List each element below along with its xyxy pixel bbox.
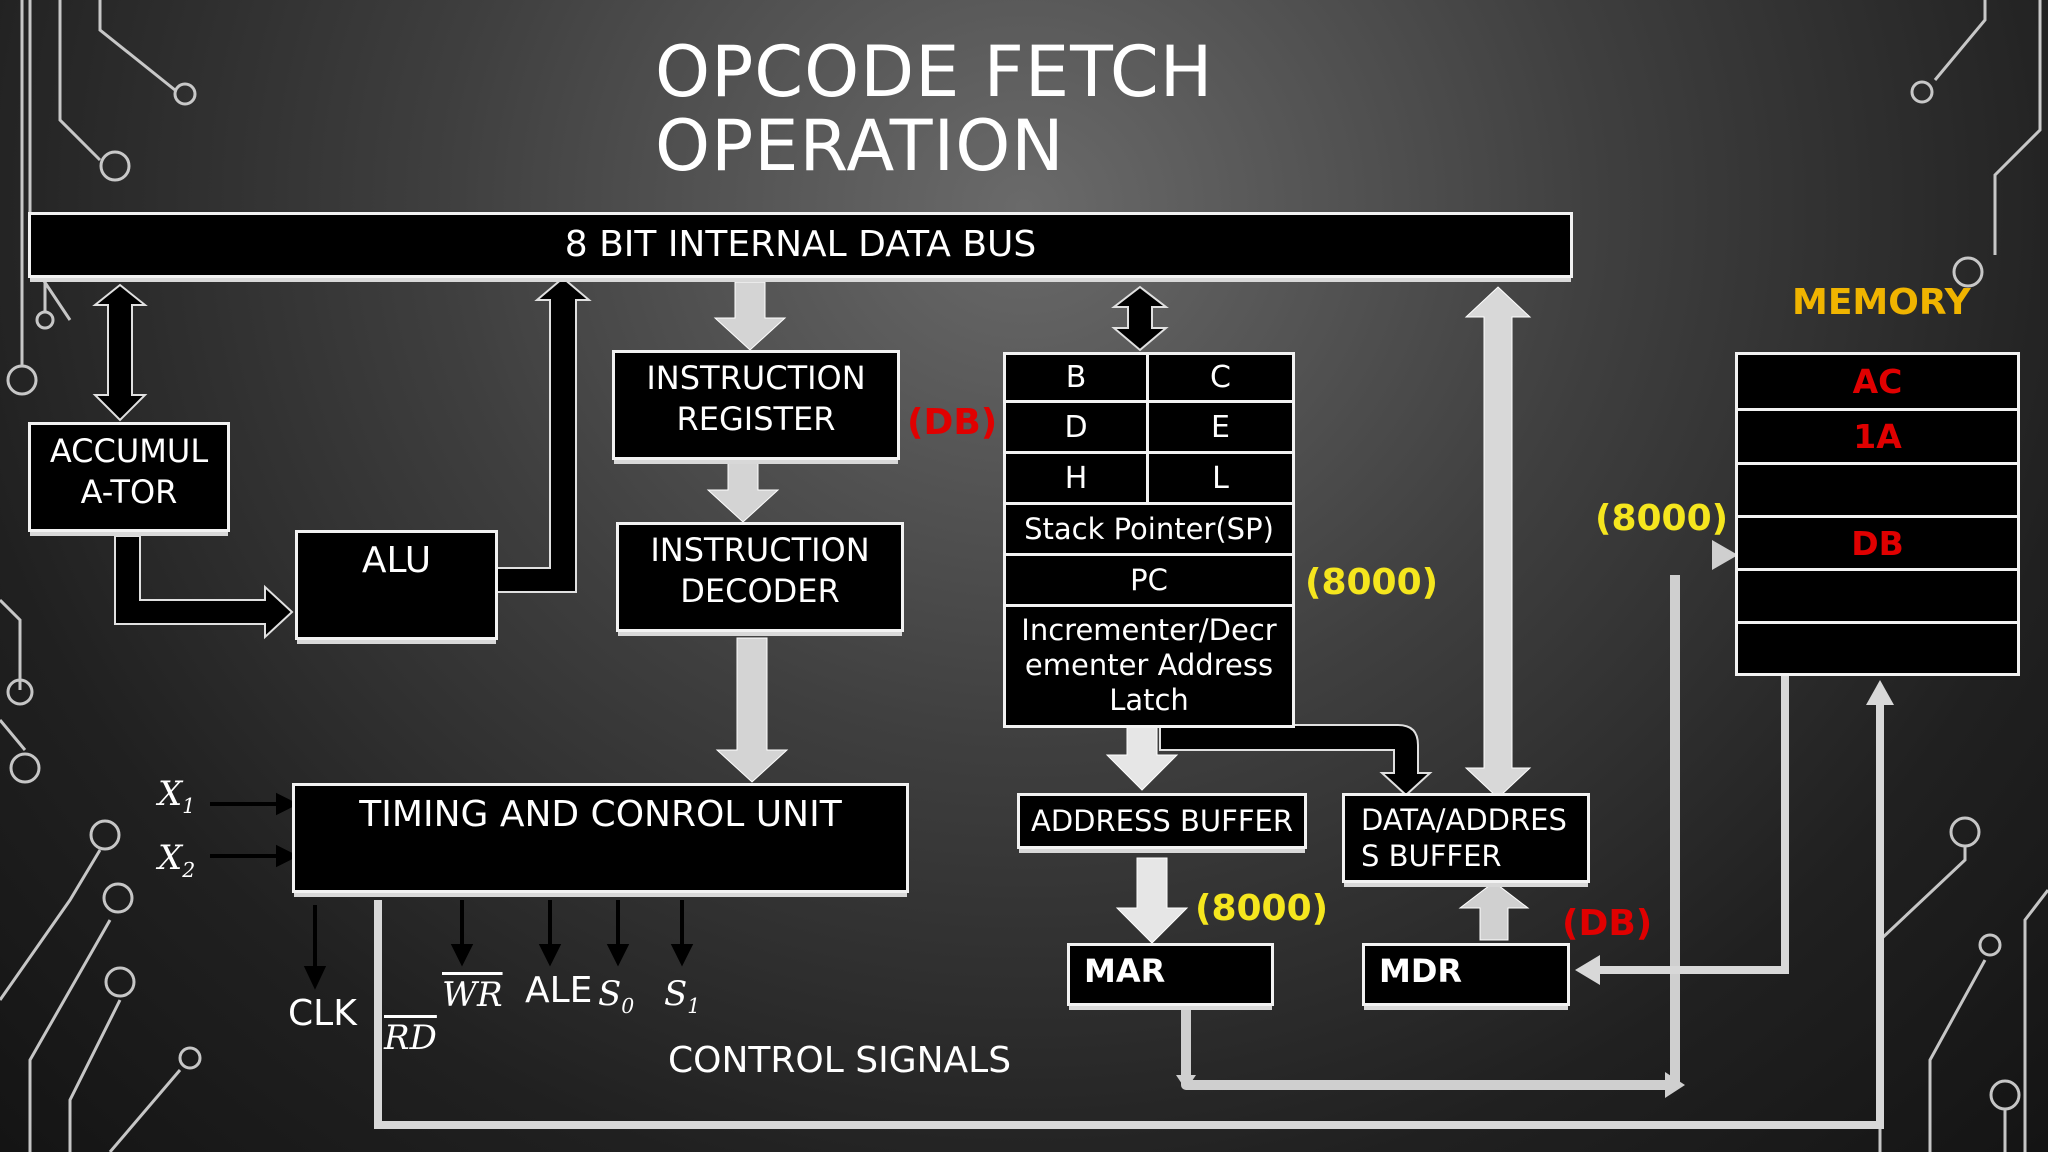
ir-db-annotation: (DB) bbox=[907, 402, 998, 443]
memory-cell-2 bbox=[1738, 465, 2017, 518]
incdec-label-3: Latch bbox=[1109, 683, 1189, 717]
register-h: H bbox=[1006, 454, 1149, 505]
memory-address-annotation: (8000) bbox=[1595, 498, 1729, 539]
internal-data-bus-label: 8 BIT INTERNAL DATA BUS bbox=[564, 224, 1037, 265]
memory-block: AC 1A DB bbox=[1735, 352, 2020, 676]
program-counter-label: PC bbox=[1130, 563, 1168, 597]
register-l-label: L bbox=[1212, 460, 1229, 496]
s1-sub: 1 bbox=[687, 993, 701, 1018]
pc-value-annotation: (8000) bbox=[1305, 562, 1439, 603]
memory-cell-0: AC bbox=[1738, 355, 2017, 411]
register-c-label: C bbox=[1210, 360, 1231, 395]
decoder-timing-arrow bbox=[715, 637, 789, 783]
bus-databuffer-arrow bbox=[1464, 286, 1532, 799]
control-signal-arrows bbox=[303, 900, 694, 990]
register-l: L bbox=[1149, 454, 1292, 505]
control-signals-caption: CONTROL SIGNALS bbox=[668, 1040, 1012, 1081]
x2-input-label: X2 bbox=[158, 838, 195, 882]
memory-cell-3: DB bbox=[1738, 518, 2017, 571]
rd-signal-label: RD bbox=[384, 1018, 437, 1058]
alu-block: ALU bbox=[295, 530, 498, 640]
incdec-label-1: Incrementer/Decr bbox=[1021, 613, 1277, 647]
clock-input-arrows bbox=[210, 792, 299, 868]
data-address-buffer-label-1: DATA/ADDRES bbox=[1361, 803, 1567, 837]
bus-ir-arrow bbox=[713, 281, 787, 351]
data-address-buffer-block: DATA/ADDRES S BUFFER bbox=[1342, 793, 1590, 883]
register-d-label: D bbox=[1064, 409, 1088, 445]
x2-sub: 2 bbox=[182, 857, 196, 882]
bus-register-arrow bbox=[1111, 285, 1169, 352]
mar-block: MAR bbox=[1067, 943, 1274, 1006]
mar-memory-path bbox=[1181, 575, 1680, 1090]
timing-control-unit-label: TIMING AND CONROL UNIT bbox=[359, 794, 842, 835]
instruction-register-label-2: REGISTER bbox=[676, 400, 836, 438]
timing-control-unit-block: TIMING AND CONROL UNIT bbox=[292, 783, 909, 893]
instruction-decoder-block: INSTRUCTION DECODER bbox=[616, 522, 904, 632]
x2-base: X bbox=[158, 838, 183, 878]
register-e: E bbox=[1149, 403, 1292, 454]
ir-decoder-arrow bbox=[706, 459, 780, 523]
s0-signal-label: S0 bbox=[598, 974, 634, 1018]
s0-sub: 0 bbox=[621, 993, 635, 1018]
control-memory-path bbox=[374, 695, 1884, 1129]
bus-accumulator-arrow bbox=[92, 283, 148, 422]
x1-input-label: X1 bbox=[158, 774, 195, 818]
x1-sub: 1 bbox=[182, 793, 196, 818]
register-b: B bbox=[1006, 355, 1149, 403]
mdr-label: MDR bbox=[1379, 952, 1463, 990]
mar-value-annotation: (8000) bbox=[1195, 888, 1329, 929]
register-c: C bbox=[1149, 355, 1292, 403]
memory-label: MEMORY bbox=[1792, 282, 1971, 323]
alu-label: ALU bbox=[361, 540, 432, 581]
incdec-label-2: ementer Address bbox=[1024, 648, 1274, 682]
register-e-label: E bbox=[1211, 409, 1230, 445]
s1-base: S bbox=[664, 974, 688, 1014]
s1-signal-label: S1 bbox=[664, 974, 700, 1018]
register-d: D bbox=[1006, 403, 1149, 454]
accumulator-alu-arrow bbox=[114, 535, 294, 640]
register-b-label: B bbox=[1065, 360, 1087, 395]
latch-databuffer-arrow bbox=[1159, 724, 1433, 797]
title-line-2: OPERATION bbox=[655, 105, 1065, 187]
address-buffer-block: ADDRESS BUFFER bbox=[1017, 793, 1307, 849]
clk-signal-label: CLK bbox=[288, 993, 357, 1034]
register-array: B C D E H L Stack Pointer(SP) PC Increme… bbox=[1003, 352, 1295, 728]
program-counter-register: PC bbox=[1006, 556, 1292, 607]
accumulator-block: ACCUMUL A-TOR bbox=[28, 422, 230, 532]
memory-cell-1-value: 1A bbox=[1853, 417, 1902, 456]
instruction-decoder-label-2: DECODER bbox=[680, 572, 840, 610]
alu-bus-arrow bbox=[496, 276, 592, 593]
incrementer-decrementer-latch: Incrementer/Decr ementer Address Latch bbox=[1006, 607, 1292, 725]
s0-base: S bbox=[598, 974, 622, 1014]
register-h-label: H bbox=[1064, 460, 1088, 496]
wr-signal-label: WR bbox=[442, 975, 503, 1015]
addrbuffer-mar-arrow bbox=[1115, 857, 1189, 944]
mdr-db-annotation: (DB) bbox=[1562, 903, 1653, 944]
accumulator-label-2: A-TOR bbox=[80, 473, 178, 511]
memory-cell-1: 1A bbox=[1738, 411, 2017, 465]
memory-cell-4 bbox=[1738, 571, 2017, 624]
mar-label: MAR bbox=[1084, 952, 1166, 990]
mdr-databuffer-arrow bbox=[1458, 881, 1530, 941]
internal-data-bus: 8 BIT INTERNAL DATA BUS bbox=[28, 212, 1573, 278]
title-line-1: OPCODE FETCH bbox=[655, 31, 1214, 113]
stack-pointer-label: Stack Pointer(SP) bbox=[1024, 512, 1274, 546]
instruction-decoder-label-1: INSTRUCTION bbox=[650, 531, 870, 569]
slide-title: OPCODE FETCH OPERATION bbox=[655, 35, 1213, 183]
stack-pointer-register: Stack Pointer(SP) bbox=[1006, 505, 1292, 556]
memory-cell-3-value: DB bbox=[1851, 523, 1904, 563]
instruction-register-label-1: INSTRUCTION bbox=[646, 359, 866, 397]
address-buffer-label: ADDRESS BUFFER bbox=[1031, 804, 1293, 838]
accumulator-label-1: ACCUMUL bbox=[49, 432, 209, 470]
memory-mdr-path bbox=[1595, 675, 1789, 974]
x1-base: X bbox=[158, 774, 183, 814]
memory-cell-5 bbox=[1738, 624, 2017, 673]
ale-signal-label: ALE bbox=[525, 970, 593, 1011]
data-address-buffer-label-2: S BUFFER bbox=[1361, 839, 1502, 873]
instruction-register-block: INSTRUCTION REGISTER bbox=[612, 350, 900, 460]
mdr-block: MDR bbox=[1362, 943, 1570, 1006]
memory-cell-0-value: AC bbox=[1852, 362, 1903, 401]
